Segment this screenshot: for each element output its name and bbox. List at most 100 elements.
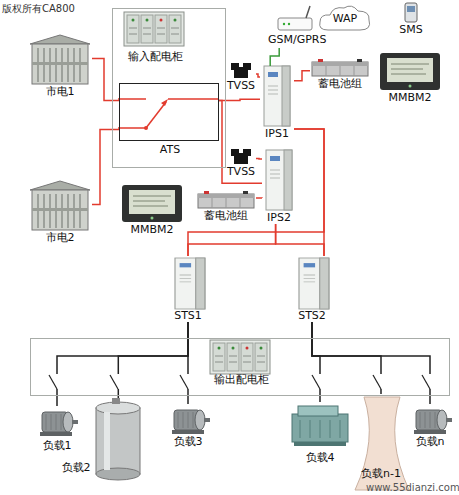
power-line <box>312 322 430 404</box>
sts-tower <box>175 258 205 309</box>
mobile-phone <box>407 6 415 12</box>
breaker-symbol <box>422 374 433 389</box>
motor-load <box>414 410 452 434</box>
node-label: 负载2 <box>58 462 94 474</box>
tvss-device <box>231 63 251 78</box>
sts-unit: STS1 <box>168 256 208 322</box>
node-label: WAP <box>318 13 372 25</box>
wap-cloud: WAP <box>318 4 372 34</box>
power-line <box>270 48 279 66</box>
mobile-phone <box>405 3 417 22</box>
motor-load <box>172 410 210 434</box>
ats-switch-symbol <box>161 99 168 106</box>
battery-monitor: MMBM2 <box>376 52 444 106</box>
power-line <box>92 129 119 204</box>
sts-tower <box>299 258 329 309</box>
sms-phone: SMS <box>396 2 426 36</box>
node-label: ATS <box>120 144 220 156</box>
ups-tower <box>264 66 290 126</box>
tank-load <box>112 398 120 404</box>
sts-tower <box>175 258 205 309</box>
battery-bank <box>312 59 368 76</box>
power-line <box>256 197 262 199</box>
ats-switch-symbol <box>146 102 166 128</box>
tank-load <box>104 412 110 470</box>
substation-illustration <box>30 35 90 84</box>
breaker-symbol <box>317 374 323 389</box>
tvss-device <box>231 63 251 78</box>
chiller-load <box>300 420 340 438</box>
power-line <box>57 322 188 406</box>
monitor-panel <box>380 53 440 90</box>
motor-load <box>40 412 78 436</box>
load-device: 负载4 <box>290 402 350 464</box>
power-line <box>188 224 276 256</box>
power-line <box>312 322 320 402</box>
motor-load <box>40 412 78 436</box>
node-label: IPS2 <box>262 212 296 224</box>
node-label: 蓄电池组 <box>310 78 370 90</box>
node-label: 负载n <box>408 436 452 448</box>
breaker-symbol <box>180 374 191 389</box>
load-device: 负载n <box>408 404 452 448</box>
power-line <box>276 224 324 256</box>
sts-tower <box>299 258 329 309</box>
battery-bank <box>312 59 368 76</box>
node-label: TVSS <box>226 166 256 178</box>
monitor-panel <box>380 53 440 90</box>
gsm-router <box>306 6 310 18</box>
monitor-panel <box>122 185 182 222</box>
ats-switch-symbol <box>144 126 148 130</box>
tvss-device <box>231 149 251 164</box>
node-label: 负载n-1 <box>352 468 410 480</box>
power-line <box>187 322 189 404</box>
node-label: STS1 <box>168 310 208 322</box>
battery-monitor: MMBM2 <box>118 184 186 238</box>
breaker-symbol <box>110 374 121 389</box>
power-line <box>256 158 262 160</box>
tvss-device <box>231 149 251 164</box>
ups-tower <box>266 150 292 210</box>
breaker-symbol <box>180 375 188 389</box>
cabinet-illustration <box>124 12 184 46</box>
node-label: IPS1 <box>260 128 294 140</box>
ats-switch-symbol <box>118 99 218 130</box>
substation-illustration <box>30 181 90 230</box>
tank-load <box>96 398 140 480</box>
cabinet-illustration <box>124 12 184 46</box>
breaker-symbol <box>427 374 433 389</box>
breaker-symbol <box>312 374 323 389</box>
node-label: 输出配电柜 <box>196 374 286 386</box>
node-label: 市电1 <box>28 86 92 98</box>
load-device: 负载1 <box>32 406 82 452</box>
power-line <box>118 322 188 398</box>
gsm-router <box>278 6 312 30</box>
gsm-router <box>283 23 285 25</box>
battery-bank <box>198 191 254 208</box>
surge-protector: TVSS <box>226 148 256 178</box>
substation-illustration <box>30 35 90 84</box>
mobile-phone <box>405 3 417 22</box>
breaker-symbol <box>115 374 121 389</box>
site-watermark: www.55dianzi.com <box>366 482 459 493</box>
breaker-symbol <box>422 375 430 389</box>
breaker-symbol <box>373 374 384 389</box>
surge-protector: TVSS <box>226 62 256 92</box>
monitor-panel <box>122 185 182 222</box>
load-device: 负载3 <box>166 404 210 448</box>
breaker-symbol <box>312 375 320 389</box>
battery-bank: 蓄电池组 <box>310 58 370 90</box>
load-device: 负载2 <box>58 398 148 486</box>
sts-unit: STS2 <box>292 256 332 322</box>
chiller-load <box>292 406 348 446</box>
node-label: 市电2 <box>28 232 92 244</box>
motor-load <box>414 410 452 434</box>
power-line <box>294 71 310 81</box>
output-cabinet: 输出配电柜 <box>30 338 450 396</box>
power-line <box>294 129 324 256</box>
gsm-router <box>288 23 290 25</box>
power-source: 市电1 <box>28 32 92 98</box>
